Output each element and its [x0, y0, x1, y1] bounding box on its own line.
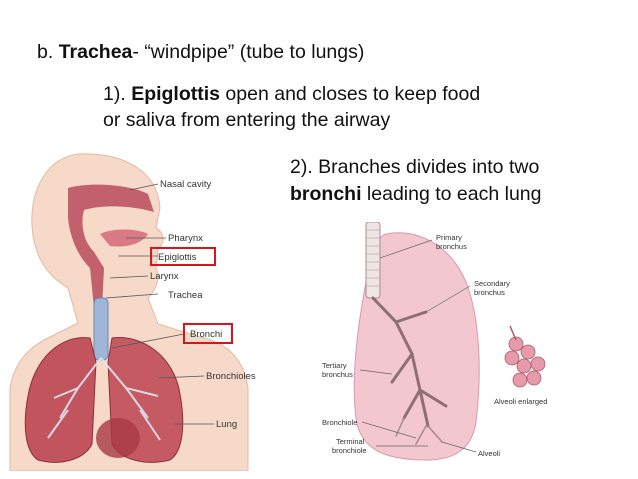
label-alveoli-enlarged: Alveoli enlarged: [494, 397, 547, 406]
point1-line1: 1). Epiglottis open and closes to keep f…: [103, 82, 480, 106]
heading-rest: - “windpipe” (tube to lungs): [132, 41, 365, 63]
bronchial-tree-figure: Primary bronchus Secondary bronchus Tert…: [322, 222, 547, 461]
label-nasal-cavity: Nasal cavity: [160, 179, 211, 190]
lung-outline: [353, 232, 480, 461]
label-trachea: Trachea: [168, 290, 203, 301]
label-epiglottis: Epiglottis: [158, 252, 197, 263]
epiglottis-highlight: [150, 247, 216, 266]
label-terminal-2: bronchiole: [332, 446, 367, 455]
trachea-tube: [93, 297, 109, 361]
respiratory-system-figure: Nasal cavity Pharynx Epiglottis Larynx T…: [9, 153, 256, 471]
label-secondary-2: bronchus: [474, 288, 505, 297]
heading-trachea: b. Trachea- “windpipe” (tube to lungs): [37, 40, 364, 64]
point2-rest: leading to each lung: [361, 183, 542, 205]
heart: [96, 418, 140, 458]
label-primary-1: Primary: [436, 233, 462, 242]
heading-prefix: b.: [37, 41, 59, 63]
label-bronchioles: Bronchioles: [206, 371, 256, 382]
label-alveoli: Alveoli: [478, 449, 500, 458]
point2-line1: 2). Branches divides into two: [290, 156, 540, 178]
label-tertiary-2: bronchus: [322, 370, 353, 379]
label-pharynx: Pharynx: [168, 233, 203, 244]
nasal-passage: [68, 184, 154, 308]
label-larynx: Larynx: [150, 271, 179, 282]
label-tertiary-1: Tertiary: [322, 361, 347, 370]
point1-term: Epiglottis: [131, 83, 221, 105]
point1-prefix: 1).: [103, 83, 132, 105]
point1-line2: or saliva from entering the airway: [103, 109, 391, 131]
label-bronchi: Bronchi: [190, 329, 222, 340]
label-bronchiole: Bronchiole: [322, 418, 357, 427]
label-terminal-1: Terminal: [336, 437, 365, 446]
bronchial-branches: [371, 296, 448, 428]
label-lung: Lung: [216, 419, 237, 430]
trachea-rings: [365, 222, 381, 299]
point1-rest: open and closes to keep food: [220, 83, 481, 105]
left-lung: [24, 337, 97, 463]
bronchial-tree: [47, 357, 161, 441]
label-secondary-1: Secondary: [474, 279, 510, 288]
tongue: [100, 229, 148, 247]
heading-term: Trachea: [58, 41, 133, 63]
alveoli-cluster: [504, 336, 546, 388]
point2-line2: bronchi leading to each lung: [290, 182, 541, 206]
bronchi-highlight: [183, 323, 233, 344]
point2-term: bronchi: [290, 183, 362, 205]
label-primary-2: bronchus: [436, 242, 467, 251]
